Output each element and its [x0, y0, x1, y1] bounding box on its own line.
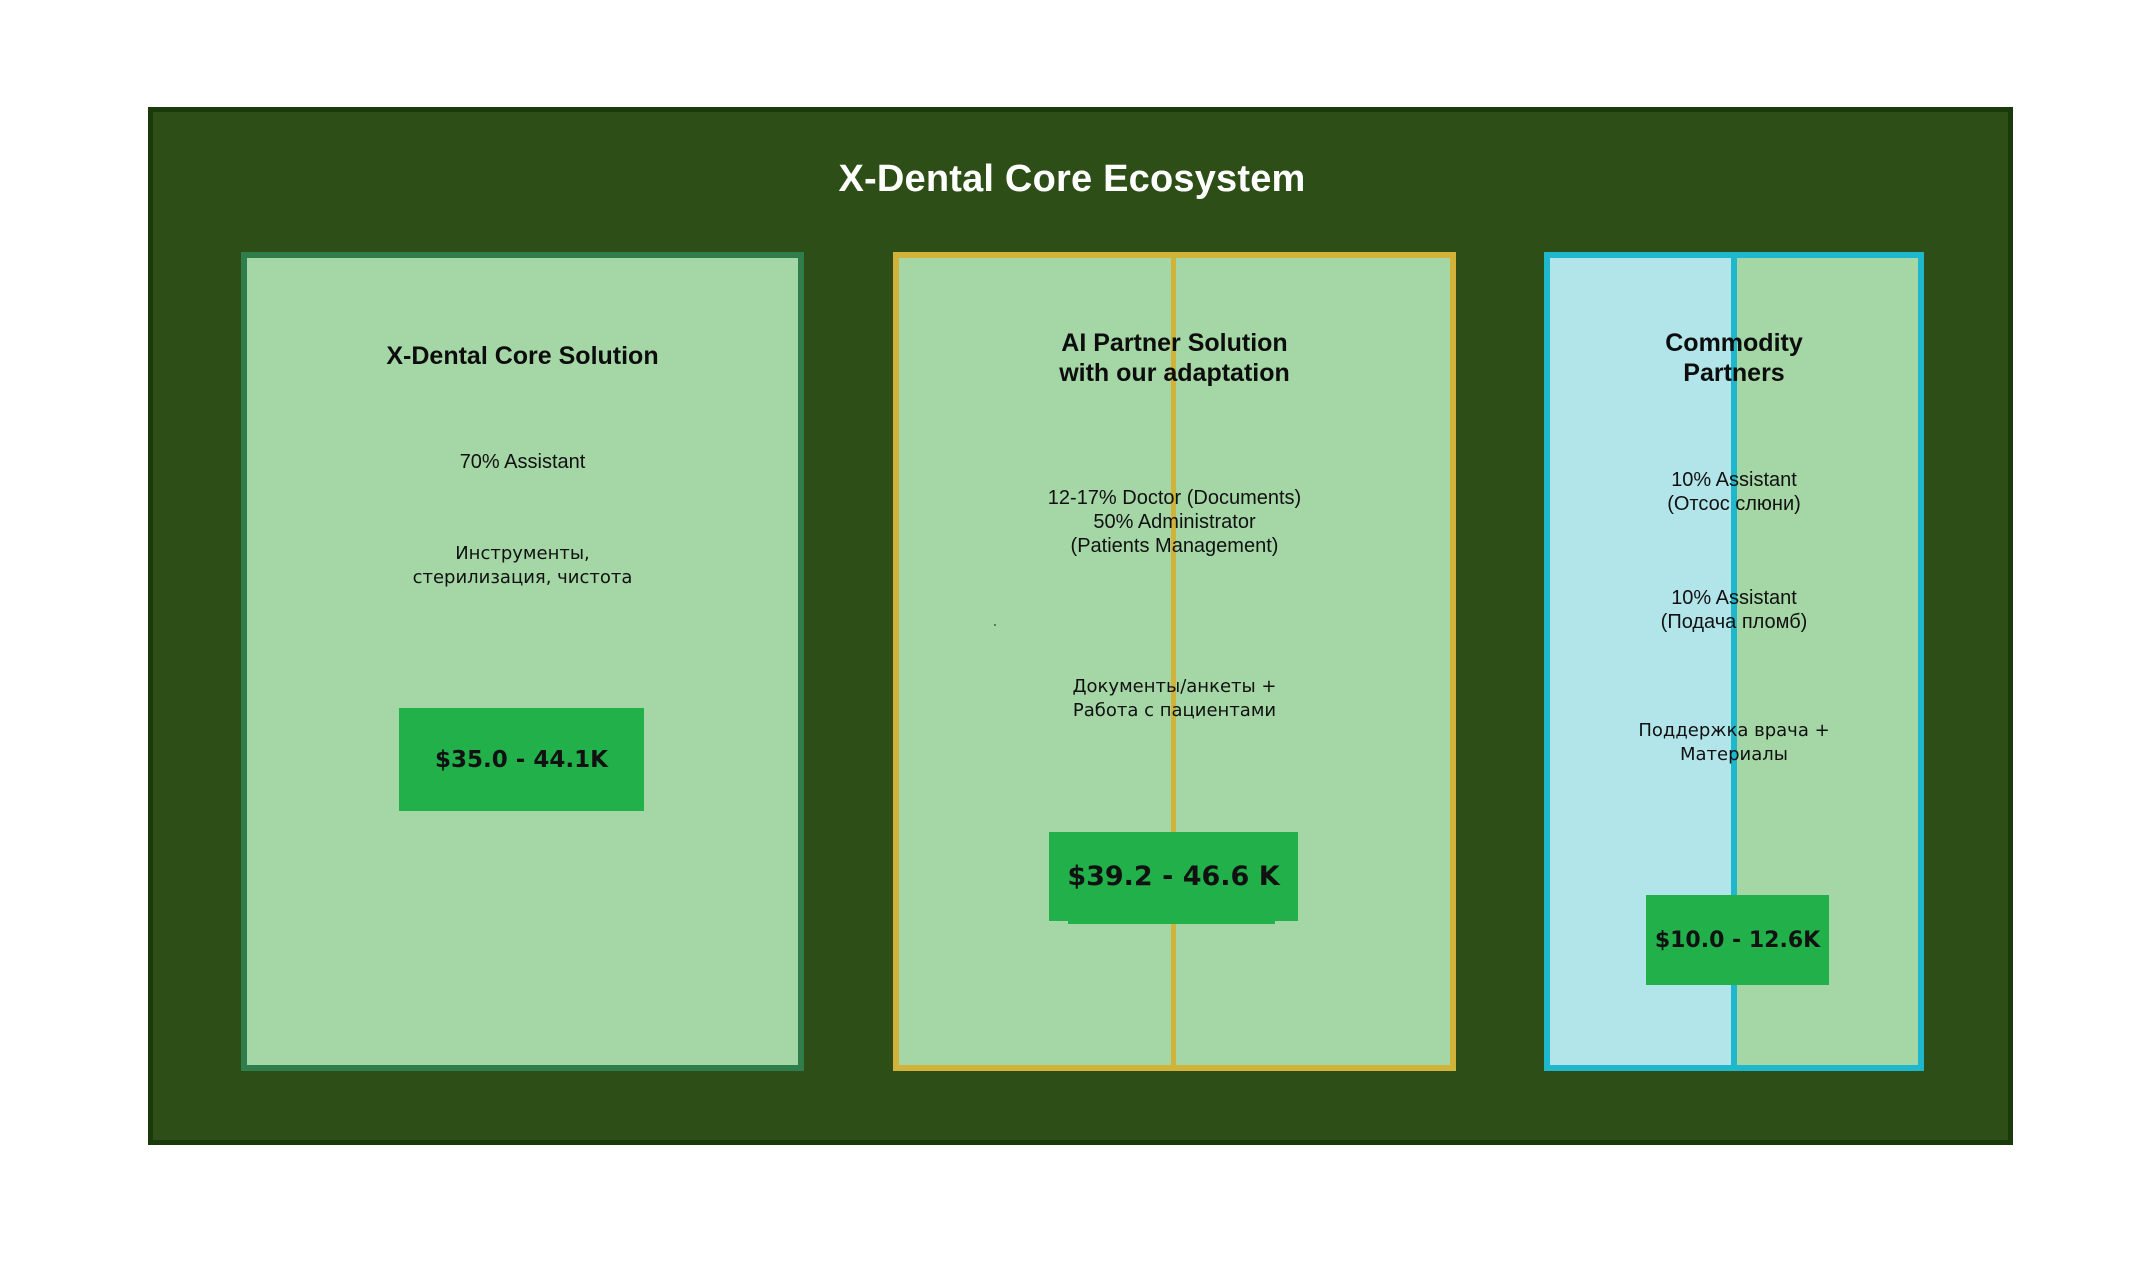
- core-solution-price-badge: $35.0 - 44.1K: [399, 708, 644, 811]
- core-solution-title: X-Dental Core Solution: [386, 342, 659, 370]
- ai-partner-tasks: Документы/анкеты + Работа с пациентами: [1072, 676, 1277, 721]
- ecosystem-title: X-Dental Core Ecosystem: [838, 158, 1306, 200]
- commodity-partners-divider: [1731, 258, 1737, 1065]
- commodity-partners-filling-share: 10% Assistant (Подача пломб): [1660, 587, 1808, 633]
- commodity-partners-title: Commodity Partners: [1665, 329, 1803, 387]
- stray-dot: [994, 624, 996, 626]
- core-solution-tasks: Инструменты, стерилизация, чистота: [412, 543, 633, 588]
- core-solution-assistant-share: 70% Assistant: [459, 451, 586, 473]
- commodity-partners-suction-share: 10% Assistant (Отсос слюни): [1667, 469, 1801, 515]
- ai-partner-title: AI Partner Solution with our adaptation: [1059, 329, 1290, 387]
- ai-partner-role-shares: 12-17% Doctor (Documents) 50% Administra…: [1047, 487, 1302, 557]
- ai-partner-price-badge: $39.2 - 46.6 K: [1049, 832, 1298, 921]
- core-solution-card: [241, 252, 804, 1071]
- commodity-partners-price-badge: $10.0 - 12.6K: [1646, 895, 1829, 985]
- ai-partner-divider: [1171, 258, 1176, 1065]
- commodity-partners-tasks: Поддержка врача + Материалы: [1638, 720, 1830, 765]
